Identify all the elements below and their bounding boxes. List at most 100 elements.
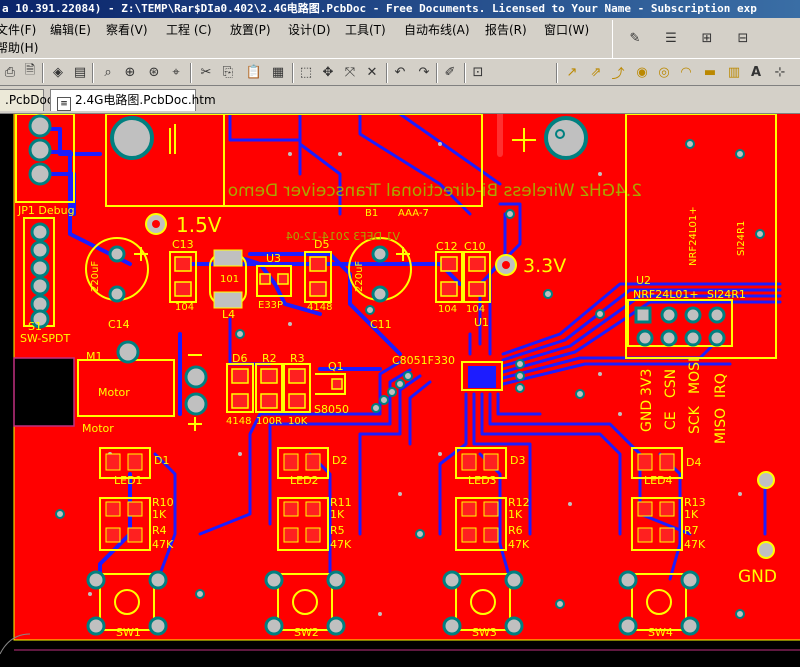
menu-project[interactable]: 工程 (C): [166, 23, 212, 37]
c10-label: C10: [464, 240, 486, 253]
si24-vertical-label: SI24R1: [736, 221, 747, 256]
c11-value: 220uF: [354, 261, 365, 292]
nrf-vertical-label: NRF24L01+: [688, 206, 699, 266]
browse-icon[interactable]: ▤: [73, 64, 87, 80]
tab-htm[interactable]: ≡ 2.4G电路图.PcbDoc.htm: [50, 89, 216, 111]
pin-irq: IRQ: [713, 373, 729, 398]
zoom-fit-icon[interactable]: ⌕: [104, 64, 112, 80]
menu-design[interactable]: 设计(D): [288, 23, 331, 37]
menu-autoroute[interactable]: 自动布线(A): [404, 23, 470, 37]
c12-label: C12: [436, 240, 458, 253]
redo-icon[interactable]: ↷: [418, 64, 430, 80]
aaa7-label: AAA-7: [398, 208, 429, 219]
channel-2: [264, 447, 346, 636]
deselect-icon[interactable]: ✕: [366, 64, 378, 80]
pin-ce: CE: [663, 411, 679, 430]
ch2-r2v: 47K: [330, 538, 352, 551]
layers-icon[interactable]: ◈: [53, 64, 63, 80]
select-icon[interactable]: ⤧: [344, 64, 356, 80]
window-title: a 10.391.22084) - Z:\TEMP\Rar$DIa0.402\2…: [2, 2, 757, 15]
motor-bottom-label: Motor: [82, 422, 114, 435]
tab-pcbdoc-label: .PcbDoc: [5, 93, 54, 107]
draw-line-icon[interactable]: ✎: [629, 30, 641, 46]
secondary-toolbar: ✎ ☰ ⊞ ⊟: [612, 20, 800, 58]
menu-edit[interactable]: 编辑(E): [50, 23, 91, 37]
b1-label: B1: [365, 208, 378, 219]
menu-file[interactable]: 文件(F): [0, 23, 37, 37]
pin-csn: CSN: [663, 369, 679, 398]
diff-pair-icon[interactable]: ⇗: [590, 64, 602, 80]
ch2-r1: R11: [330, 496, 352, 509]
ch1-r1v: 1K: [152, 508, 167, 521]
menu-view[interactable]: 察看(V): [106, 23, 148, 37]
tab-htm-label: 2.4G电路图.PcbDoc.htm: [75, 93, 216, 107]
paste-icon[interactable]: 📋: [245, 64, 263, 80]
pin-sck: SCK: [687, 405, 703, 434]
u1-label: U1: [474, 316, 489, 329]
menu-place[interactable]: 放置(P): [230, 23, 271, 37]
ch2-led: LED2: [290, 474, 319, 487]
print-icon[interactable]: ⎙: [4, 64, 16, 80]
channel-3: [442, 447, 524, 636]
c11-label: C11: [370, 318, 392, 331]
filter-icon[interactable]: ⊡: [472, 64, 484, 80]
pin-gnd: GND: [639, 400, 655, 432]
l4-value: 101: [220, 274, 239, 285]
copy-icon[interactable]: ⎘: [222, 64, 234, 80]
d6-label: D6: [232, 352, 247, 365]
cut-icon[interactable]: ✂: [200, 64, 212, 80]
ch3-r2: R6: [508, 524, 523, 537]
paste-special-icon[interactable]: ▦: [271, 64, 285, 80]
zoom-filter-icon[interactable]: ⌖: [172, 64, 180, 80]
component-icon[interactable]: ⊞: [701, 30, 713, 46]
string-icon[interactable]: A: [750, 64, 762, 80]
c13-label: C13: [172, 238, 194, 251]
print-preview-icon[interactable]: 🗎: [24, 63, 36, 78]
coordinate-icon[interactable]: ⊹: [774, 64, 786, 80]
arc-icon[interactable]: ◠: [680, 64, 692, 80]
menu-reports[interactable]: 报告(R): [485, 23, 527, 37]
ch1-r1: R10: [152, 496, 174, 509]
ch3-r1v: 1K: [508, 508, 523, 521]
ch3-sw: SW3: [472, 626, 497, 639]
pad-icon[interactable]: ◎: [658, 64, 670, 80]
pcb-canvas[interactable]: 2.4GHz Wireless Bi-directional Transceiv…: [0, 114, 800, 667]
document-icon: ≡: [57, 97, 71, 111]
ch4-r2: R7: [684, 524, 699, 537]
ch2-r1v: 1K: [330, 508, 345, 521]
tab-pcbdoc[interactable]: .PcbDoc: [0, 89, 53, 111]
ch1-sw: SW1: [116, 626, 141, 639]
ch3-r2v: 47K: [508, 538, 530, 551]
u3-label: U3: [266, 252, 281, 265]
c10-value: 104: [466, 304, 485, 315]
menu-bar: 文件(F) 编辑(E) 察看(V) 工程 (C) 放置(P) 设计(D) 工具(…: [0, 18, 610, 58]
align-icon[interactable]: ☰: [665, 30, 677, 46]
jp1-label: JP1 Debug: [17, 204, 75, 217]
fill-icon[interactable]: ▬: [703, 64, 717, 80]
zoom-selected-icon[interactable]: ⊛: [148, 64, 160, 80]
grid-icon[interactable]: ⊟: [737, 30, 749, 46]
ch3-led: LED3: [468, 474, 497, 487]
bottom-layer-traces: [38, 114, 782, 586]
interactive-route-icon[interactable]: ⤴: [611, 66, 625, 82]
mcu-label: C8051F330: [392, 354, 455, 367]
move-icon[interactable]: ✥: [322, 64, 334, 80]
zoom-area-icon[interactable]: ⊕: [124, 64, 136, 80]
ch2-r2: R5: [330, 524, 345, 537]
menu-window[interactable]: 窗口(W): [544, 23, 590, 37]
pcb-board-view[interactable]: 2.4GHz Wireless Bi-directional Transceiv…: [0, 114, 800, 667]
ch4-led: LED4: [644, 474, 673, 487]
polygon-icon[interactable]: ▥: [727, 64, 741, 80]
cross-probe-icon[interactable]: ✐: [444, 64, 456, 80]
menu-help[interactable]: 帮助(H): [0, 41, 39, 55]
motor-pad-area: [13, 357, 75, 427]
ch3-r1: R12: [508, 496, 530, 509]
undo-icon[interactable]: ↶: [394, 64, 406, 80]
via-icon[interactable]: ◉: [636, 64, 648, 80]
route-icon[interactable]: ↗: [566, 64, 578, 80]
ch4-r2v: 47K: [684, 538, 706, 551]
select-area-icon[interactable]: ⬚: [299, 64, 313, 80]
menu-tools[interactable]: 工具(T): [345, 23, 386, 37]
s1-label: S1: [28, 320, 42, 333]
r3-label: R3: [290, 352, 305, 365]
